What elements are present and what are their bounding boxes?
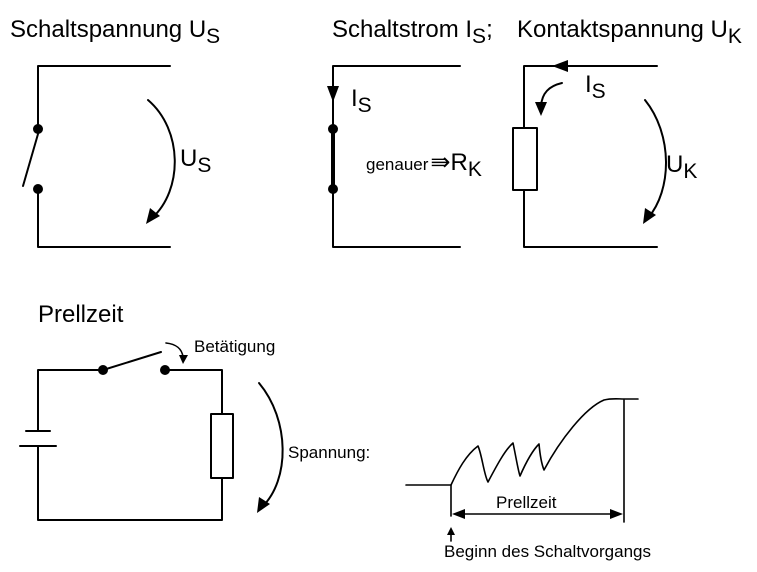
switch-current-panel: Schaltstrom IS; IS genauer⇛RK	[327, 16, 493, 248]
voltage-label: US	[180, 145, 211, 177]
bounce-waveform-panel: Prellzeit Beginn des Schaltvorgangs	[405, 397, 651, 561]
dimension-arrowhead-right	[610, 509, 623, 519]
actuation-arrowhead	[179, 355, 188, 364]
current-label: IS	[351, 85, 372, 117]
switch-current-title: Schaltstrom IS;	[332, 16, 493, 48]
precision-note: genauer⇛RK	[366, 149, 482, 181]
contact-resistor	[512, 127, 538, 191]
right-upper-wire	[169, 369, 223, 415]
switch-lever	[102, 351, 162, 371]
upper-wire	[37, 65, 171, 130]
upper-wire	[523, 65, 658, 129]
voltage-arc	[147, 99, 176, 219]
contact-dot-bottom	[33, 184, 43, 194]
lower-wire	[523, 189, 658, 248]
bounce-title: Prellzeit	[38, 301, 124, 328]
actuation-arc	[165, 342, 184, 358]
lower-wire	[332, 188, 461, 248]
bounce-circuit-panel: Prellzeit Betätigung Spannung:	[19, 301, 370, 521]
load-resistor	[210, 413, 234, 479]
switch-voltage-panel: Schaltspannung US US	[10, 16, 220, 248]
current-arrowhead	[327, 86, 339, 102]
switch-contact-right	[160, 365, 170, 375]
left-upper-wire	[37, 369, 99, 432]
current-arrowhead-top	[552, 60, 568, 72]
bottom-wire	[37, 445, 223, 521]
current-arc-arrowhead	[535, 102, 547, 116]
bounce-time-label: Prellzeit	[496, 493, 557, 512]
voltage-arc	[644, 99, 667, 219]
voltage-label: Spannung:	[288, 443, 370, 462]
open-switch-lever	[22, 133, 39, 187]
current-label: IS	[585, 71, 606, 103]
lower-wire	[37, 188, 171, 248]
upper-wire	[332, 65, 461, 130]
start-label: Beginn des Schaltvorgangs	[444, 542, 651, 561]
voltage-arc	[258, 382, 284, 508]
dimension-arrowhead-left	[452, 509, 465, 519]
voltage-arrowhead	[146, 208, 160, 224]
bounce-curve	[405, 397, 639, 486]
actuation-label: Betätigung	[194, 337, 275, 356]
contact-voltage-title: Kontaktspannung UK	[517, 16, 742, 48]
voltage-arrowhead	[643, 208, 656, 224]
contact-dot-top	[33, 124, 43, 134]
contact-voltage-panel: Kontaktspannung UK IS UK	[512, 16, 742, 248]
switch-voltage-title: Schaltspannung US	[10, 16, 220, 48]
voltage-label: UK	[666, 151, 697, 183]
start-pointer-arrowhead	[447, 527, 455, 535]
voltage-arrowhead	[257, 497, 270, 513]
